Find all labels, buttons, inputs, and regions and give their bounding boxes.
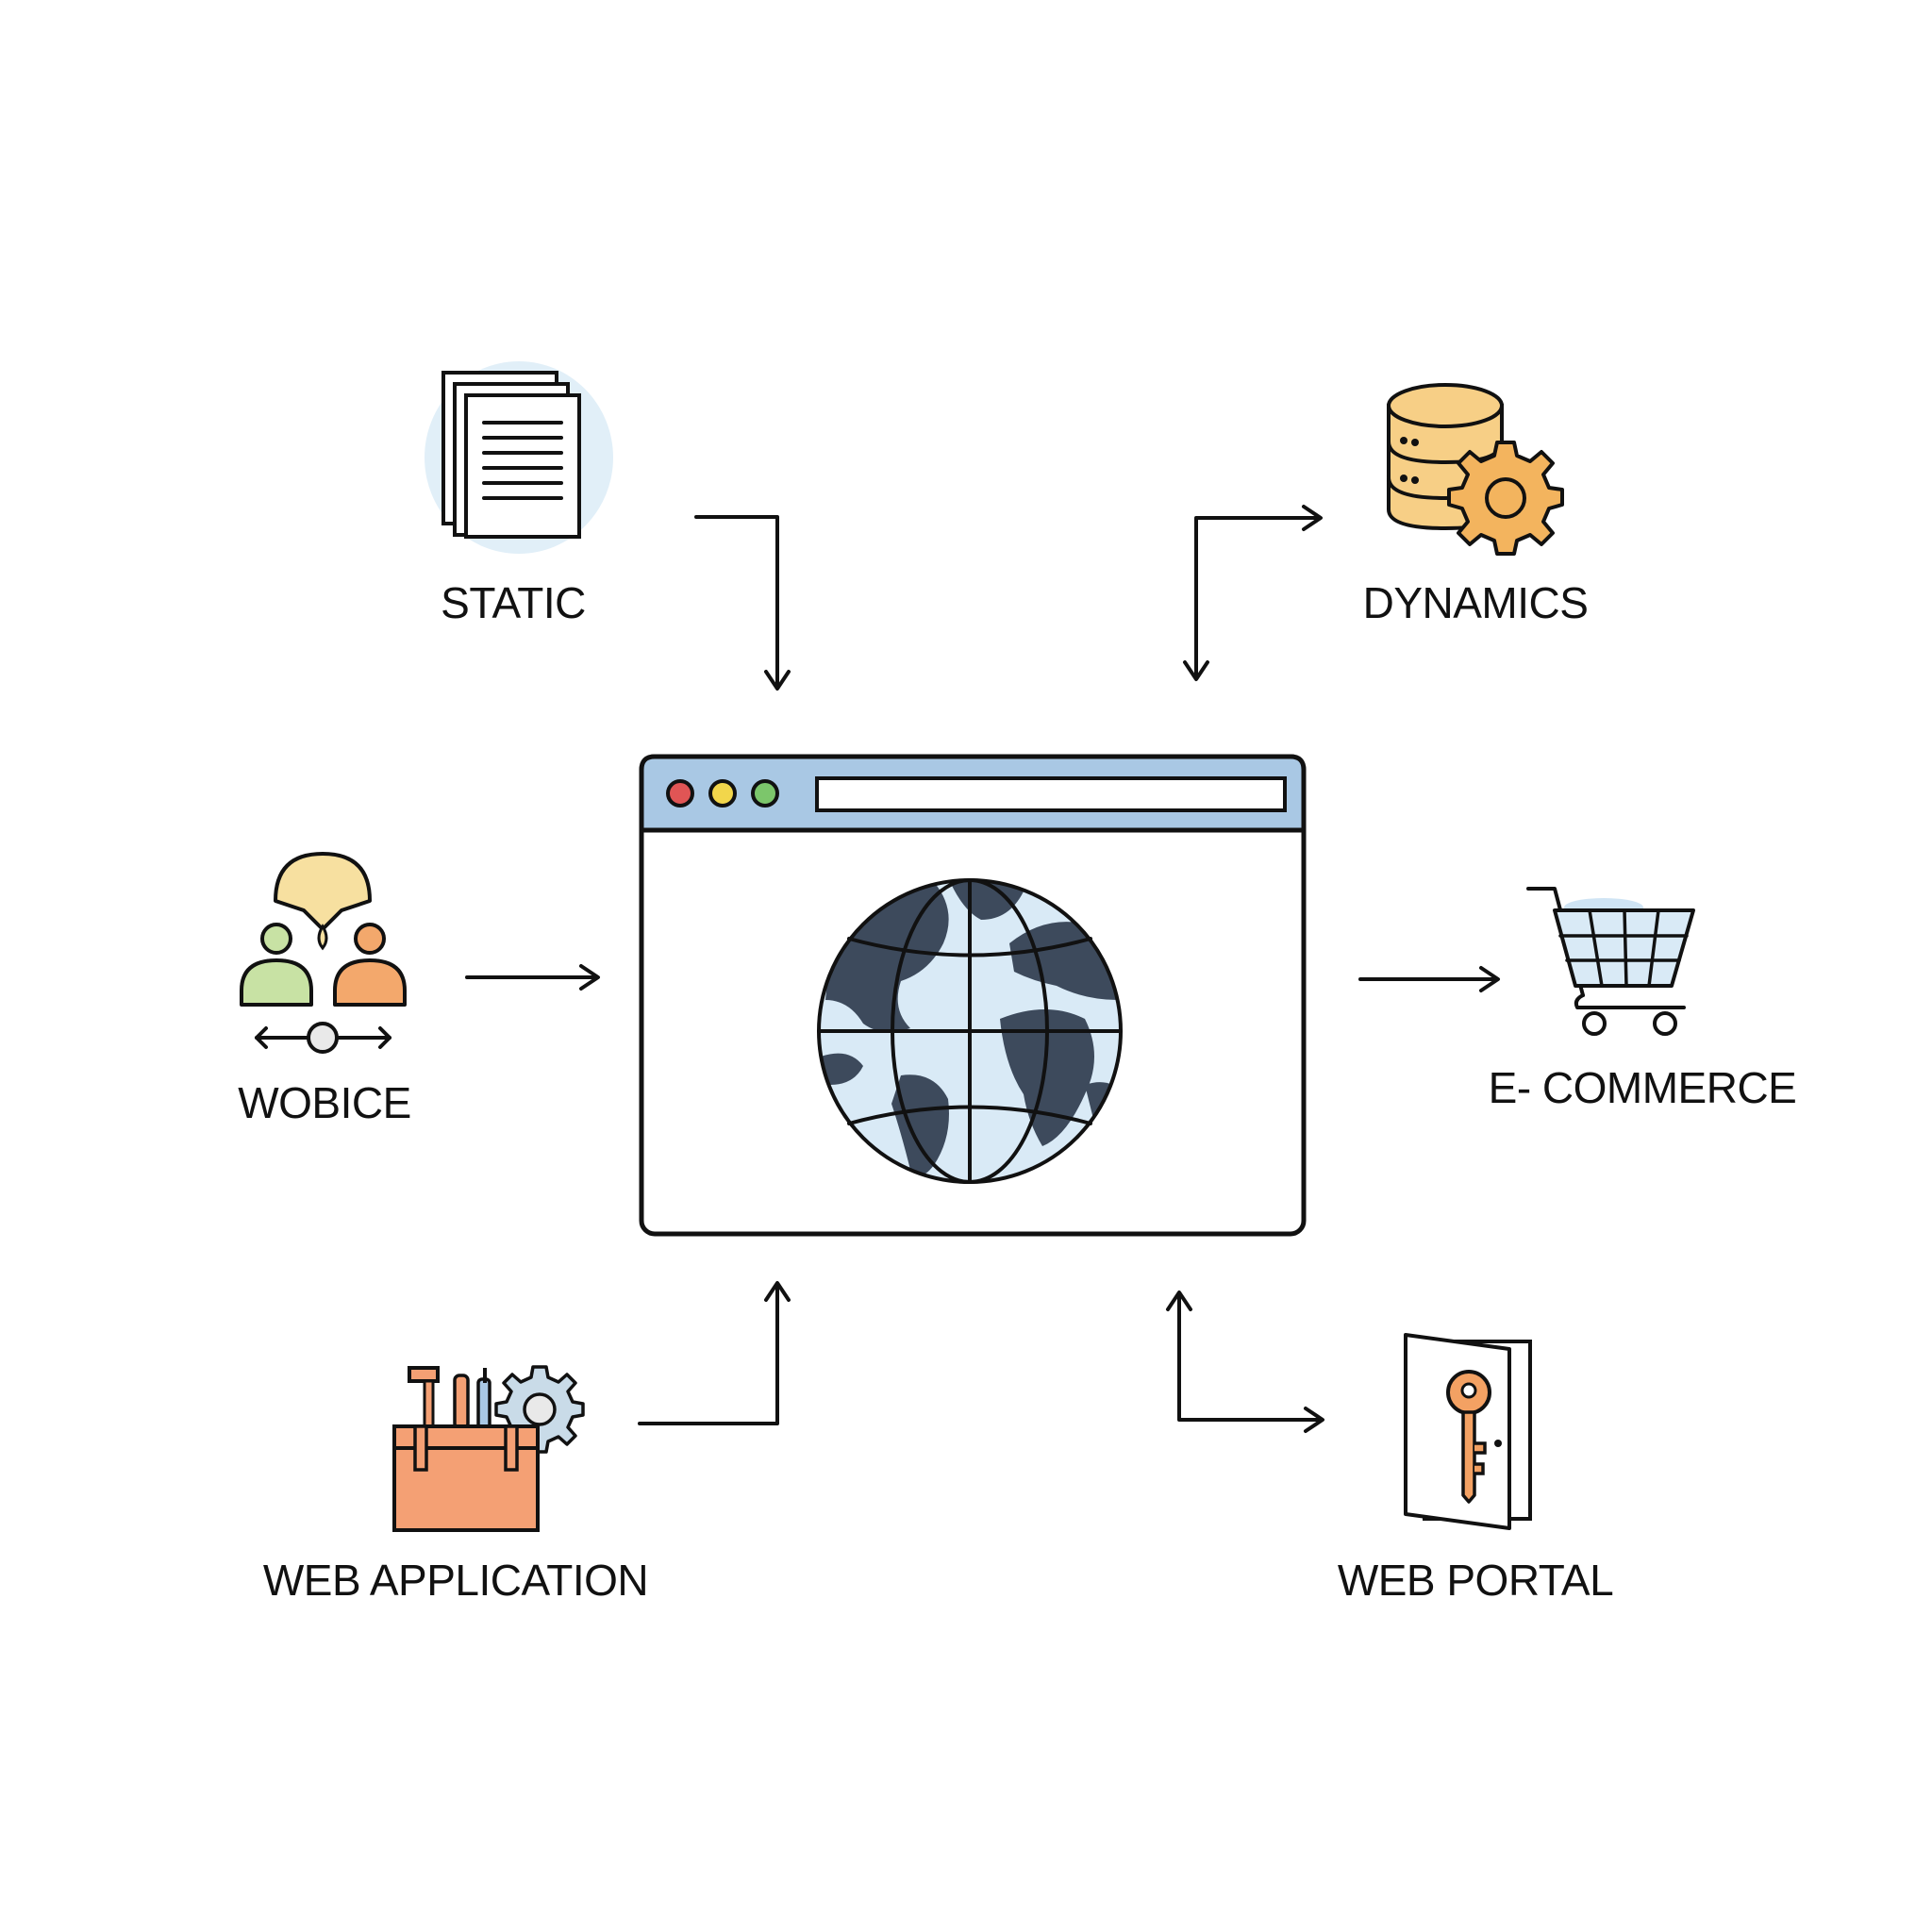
arrow-webapp-to-center [638, 1283, 779, 1425]
label-web-application: WEB APPLICATION [262, 1556, 649, 1605]
center-browser-icon [639, 754, 1307, 1237]
address-bar [815, 776, 1287, 812]
arrow-center-to-portal [1177, 1292, 1323, 1422]
people-collaboration-icon [240, 852, 407, 1054]
window-maximize-dot [751, 779, 779, 808]
globe-icon [817, 878, 1123, 1184]
arrow-static-to-center [694, 515, 779, 689]
documents-icon [425, 361, 613, 554]
shopping-cart-icon [1526, 887, 1695, 1036]
window-minimize-dot [708, 779, 737, 808]
label-dynamics: DYNAMICS [1362, 578, 1589, 627]
label-web-portal: WEB PORTAL [1337, 1556, 1614, 1605]
label-wobice: WOBICE [238, 1078, 411, 1127]
door-key-icon [1404, 1333, 1532, 1530]
window-close-dot [666, 779, 694, 808]
database-gear-icon [1387, 383, 1564, 556]
connector-arrows [465, 505, 1500, 1433]
arrow-center-to-dynamics [1194, 516, 1321, 679]
label-static: STATIC [441, 578, 586, 627]
label-ecommerce: E- COMMERCE [1488, 1063, 1797, 1112]
toolbox-icon [392, 1365, 585, 1532]
